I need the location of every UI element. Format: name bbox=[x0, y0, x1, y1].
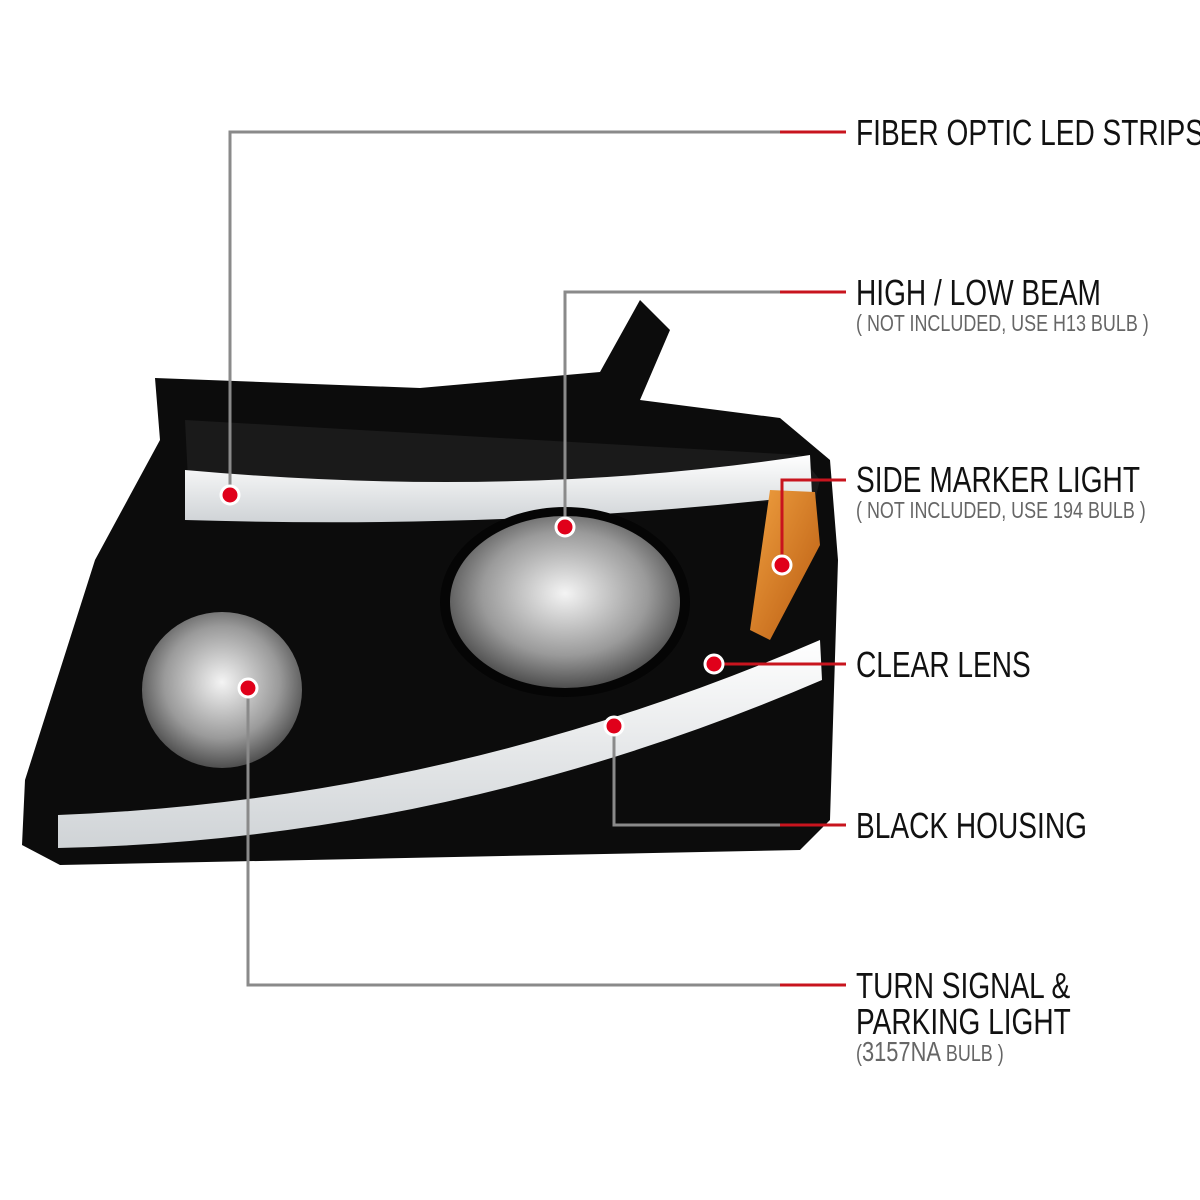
callout-black-housing: BLACK HOUSING bbox=[856, 808, 1087, 844]
callout-note: ( NOT INCLUDED, USE 194 BULB ) bbox=[856, 497, 1146, 523]
callout-title-line2: PARKING LIGHT bbox=[856, 1001, 1071, 1042]
leader-housing bbox=[612, 726, 780, 827]
callout-title: FIBER OPTIC LED STRIPS bbox=[856, 112, 1200, 153]
callout-title: BLACK HOUSING bbox=[856, 805, 1087, 846]
callout-title: HIGH / LOW BEAM bbox=[856, 272, 1101, 313]
dot-lens bbox=[703, 653, 725, 675]
dot-housing bbox=[603, 715, 625, 737]
callout-turn-signal: TURN SIGNAL & PARKING LIGHT (3157NA BULB… bbox=[856, 965, 1071, 1066]
leader-beam bbox=[563, 290, 780, 527]
leader-marker bbox=[780, 478, 846, 565]
callout-note: ( NOT INCLUDED, USE H13 BULB ) bbox=[856, 310, 1149, 336]
callout-note: (3157NA BULB ) bbox=[856, 1038, 1071, 1066]
dot-fiber bbox=[219, 484, 241, 506]
callout-fiber-optic: FIBER OPTIC LED STRIPS bbox=[856, 115, 1200, 151]
leader-fiber bbox=[228, 130, 780, 495]
dot-beam bbox=[554, 516, 576, 538]
callout-title: TURN SIGNAL & bbox=[856, 965, 1071, 1006]
callout-side-marker: SIDE MARKER LIGHT ( NOT INCLUDED, USE 19… bbox=[856, 459, 1146, 523]
callout-clear-lens: CLEAR LENS bbox=[856, 647, 1031, 683]
dot-marker bbox=[771, 554, 793, 576]
leader-lines bbox=[228, 130, 846, 987]
callout-title: CLEAR LENS bbox=[856, 644, 1031, 685]
headlight-housing bbox=[22, 300, 838, 865]
note-rest: BULB ) bbox=[940, 1040, 1004, 1066]
callout-high-low-beam: HIGH / LOW BEAM ( NOT INCLUDED, USE H13 … bbox=[856, 272, 1149, 336]
callout-title: SIDE MARKER LIGHT bbox=[856, 459, 1140, 500]
note-bulb: 3157NA bbox=[861, 1036, 941, 1067]
callout-dots bbox=[219, 484, 793, 737]
leader-turn bbox=[246, 688, 780, 987]
note-open: ( bbox=[856, 1040, 862, 1066]
dot-turn bbox=[237, 677, 259, 699]
